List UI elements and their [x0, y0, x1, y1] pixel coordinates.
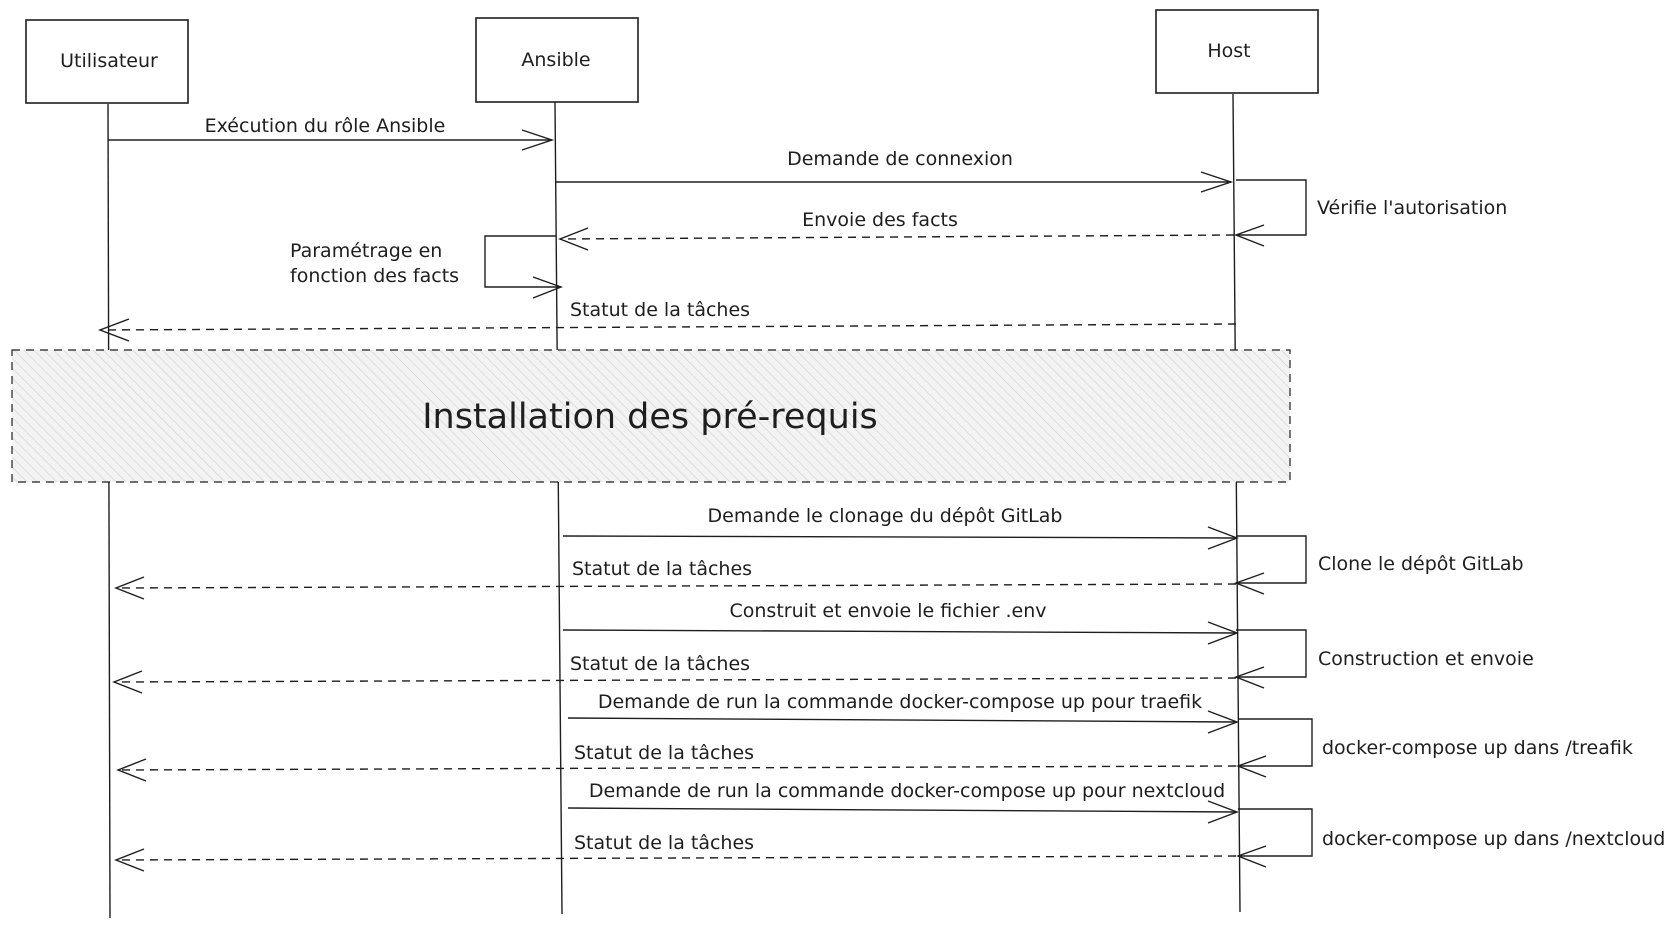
actor-utilisateur-label: Utilisateur: [60, 50, 158, 72]
lifeline-host: [1232, 93, 1241, 913]
message-docker-nextcloud-label: Demande de run la commande docker-compos…: [589, 780, 1225, 802]
message-construit-env-label: Construit et envoie le fichier .env: [730, 600, 1047, 622]
message-clonage-label: Demande le clonage du dépôt GitLab: [708, 505, 1063, 527]
section-installation-label: Installation des pré-requis: [422, 397, 878, 437]
actor-host: Host: [1155, 9, 1319, 94]
actor-utilisateur: Utilisateur: [25, 19, 189, 104]
self-message-docker-treafik-label: docker-compose up dans /treafik: [1322, 737, 1633, 759]
message-statut-4: Statut de la tâches: [116, 742, 1237, 782]
message-statut-4-label: Statut de la tâches: [574, 742, 754, 764]
actor-ansible: Ansible: [475, 17, 639, 103]
message-execution-role: Exécution du rôle Ansible: [108, 115, 555, 151]
message-statut-1-label: Statut de la tâches: [570, 299, 750, 321]
self-message-docker-treafik: docker-compose up dans /treafik: [1236, 718, 1633, 778]
message-envoie-facts: Envoie des facts: [558, 209, 1235, 251]
message-statut-3-label: Statut de la tâches: [570, 653, 750, 675]
message-docker-nextcloud: Demande de run la commande docker-compos…: [567, 780, 1239, 824]
message-docker-traefik-label: Demande de run la commande docker-compos…: [598, 691, 1202, 713]
self-message-parametrage-label-line1: Paramétrage en: [290, 240, 442, 262]
message-statut-5: Statut de la tâches: [114, 832, 1237, 872]
message-demande-connexion: Demande de connexion: [556, 148, 1234, 193]
message-demande-connexion-label: Demande de connexion: [787, 148, 1013, 170]
message-docker-traefik: Demande de run la commande docker-compos…: [567, 691, 1239, 734]
message-statut-5-label: Statut de la tâches: [574, 832, 754, 854]
message-statut-2-label: Statut de la tâches: [572, 558, 752, 580]
message-execution-role-label: Exécution du rôle Ansible: [205, 115, 446, 137]
message-statut-2: Statut de la tâches: [114, 558, 1237, 600]
actor-host-label: Host: [1207, 40, 1250, 62]
self-message-clone: Clone le dépôt GitLab: [1234, 535, 1524, 595]
actor-ansible-label: Ansible: [521, 49, 590, 71]
self-message-parametrage-label-line2: fonction des facts: [290, 265, 459, 287]
lifeline-utilisateur: [107, 103, 111, 919]
self-message-parametrage: Paramétrage en fonction des facts: [290, 235, 563, 299]
self-message-docker-nextcloud-label: docker-compose up dans /nextcloud: [1322, 828, 1665, 850]
message-envoie-facts-label: Envoie des facts: [802, 209, 958, 231]
self-message-docker-nextcloud: docker-compose up dans /nextcloud: [1236, 808, 1665, 868]
self-message-verifie: Vérifie l'autorisation: [1234, 179, 1507, 247]
lifeline-ansible: [554, 101, 563, 915]
section-installation: Installation des pré-requis: [11, 349, 1291, 483]
self-message-clone-label: Clone le dépôt GitLab: [1318, 553, 1524, 575]
message-construit-env: Construit et envoie le fichier .env: [562, 600, 1239, 645]
self-message-construction: Construction et envoie: [1234, 629, 1534, 689]
message-statut-1: Statut de la tâches: [98, 299, 1237, 342]
self-message-construction-label: Construction et envoie: [1318, 648, 1534, 670]
self-message-verifie-label: Vérifie l'autorisation: [1317, 197, 1507, 219]
message-clonage: Demande le clonage du dépôt GitLab: [562, 505, 1239, 550]
message-statut-3: Statut de la tâches: [112, 653, 1237, 694]
